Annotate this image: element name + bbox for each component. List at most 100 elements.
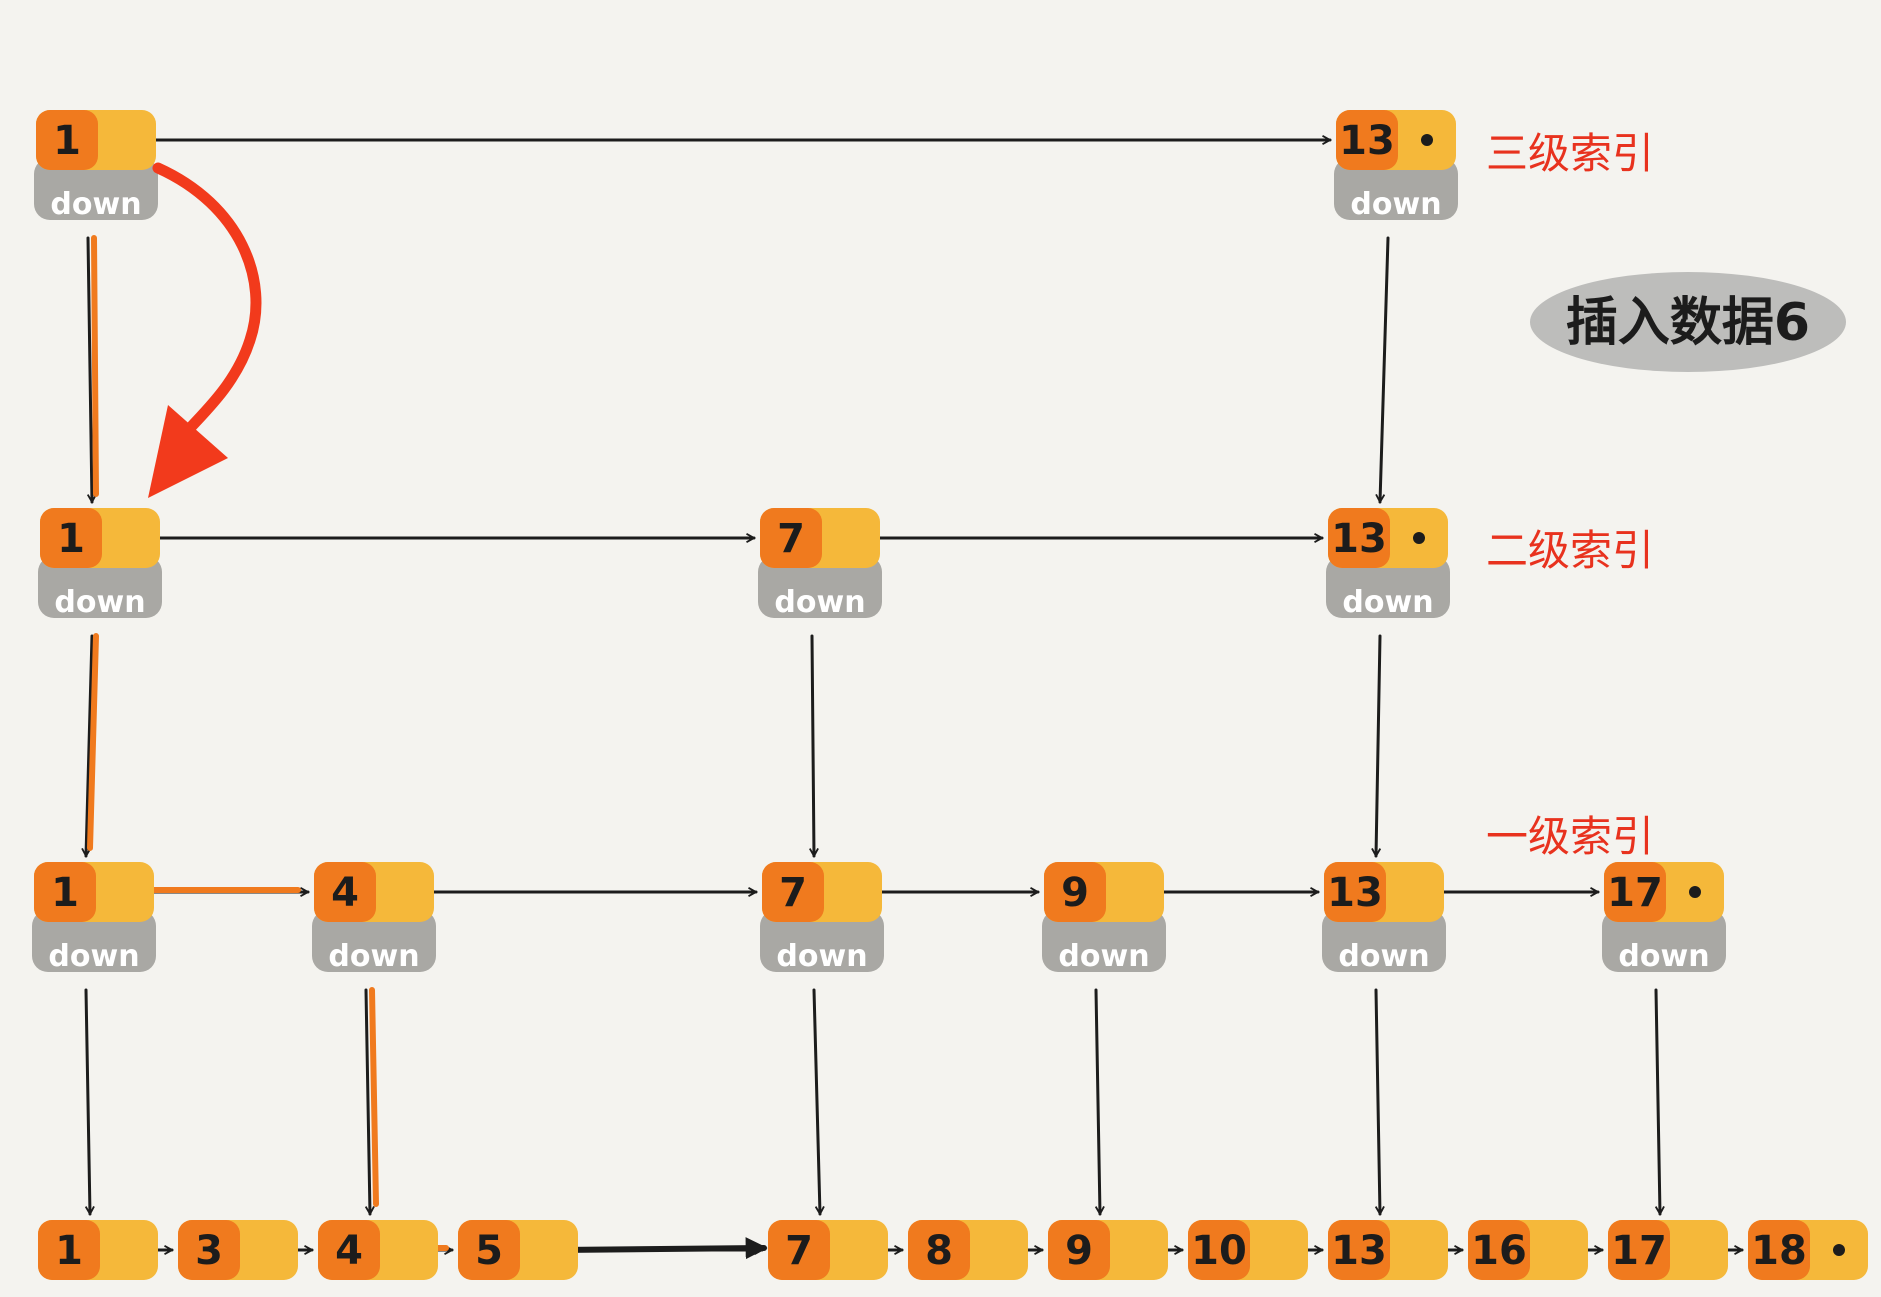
level-label-2: 二级索引 xyxy=(1486,526,1654,575)
search-path-segment xyxy=(91,235,99,497)
down-label: down xyxy=(54,585,145,620)
down-pointer-cell xyxy=(1326,556,1450,618)
skip-list-node: 18 xyxy=(1748,1220,1868,1280)
key-cell xyxy=(1324,862,1386,922)
down-arrow xyxy=(364,988,370,1214)
down-arrow xyxy=(1380,236,1390,502)
node-key: 13 xyxy=(1331,516,1387,562)
down-arrow xyxy=(1094,988,1100,1214)
null-pointer-dot xyxy=(1413,532,1425,544)
key-cell xyxy=(1328,1220,1390,1280)
node-key: 17 xyxy=(1607,870,1663,916)
down-label: down xyxy=(1342,585,1433,620)
key-cell xyxy=(1188,1220,1250,1280)
key-cell xyxy=(1328,508,1390,568)
skip-list-node: 5 xyxy=(458,1220,578,1280)
down-arrow xyxy=(84,988,90,1214)
down-arrow xyxy=(1654,988,1660,1214)
down-label: down xyxy=(1058,939,1149,974)
node-key: 9 xyxy=(1065,1228,1093,1274)
skip-list-node: down 7 xyxy=(758,508,882,620)
down-pointer-cell xyxy=(34,158,158,220)
node-key: 13 xyxy=(1327,870,1383,916)
jump-arrow xyxy=(148,162,262,498)
node-key: 10 xyxy=(1191,1228,1247,1274)
level-label-1: 一级索引 xyxy=(1486,812,1654,861)
insert-badge: 插入数据6 xyxy=(1530,272,1846,372)
down-arrow xyxy=(86,634,94,856)
down-label: down xyxy=(776,939,867,974)
down-arrow xyxy=(812,634,814,856)
node-key: 13 xyxy=(1331,1228,1387,1274)
key-cell xyxy=(1748,1220,1810,1280)
down-label: down xyxy=(1350,187,1441,222)
skip-list-node: 10 xyxy=(1188,1220,1308,1280)
down-label: down xyxy=(1618,939,1709,974)
key-cell xyxy=(1336,110,1398,170)
null-pointer-dot xyxy=(1833,1244,1845,1256)
insert-badge-text: 插入数据6 xyxy=(1566,293,1810,353)
down-arrow xyxy=(1374,988,1380,1214)
key-cell xyxy=(1468,1220,1530,1280)
key-cell xyxy=(458,1220,520,1280)
node-key: 3 xyxy=(195,1228,223,1274)
skip-list-node: 13 xyxy=(1328,1220,1448,1280)
skip-list-node: down 4 xyxy=(312,862,436,974)
down-pointer-cell xyxy=(32,910,156,972)
node-key: 18 xyxy=(1751,1228,1807,1274)
key-cell xyxy=(760,508,822,568)
skip-list-node: down 9 xyxy=(1042,862,1166,974)
down-label: down xyxy=(48,939,139,974)
node-key: 7 xyxy=(785,1228,813,1274)
down-label: down xyxy=(50,187,141,222)
node-key: 7 xyxy=(779,870,807,916)
skip-list-node: down 13 xyxy=(1326,508,1450,620)
node-key: 8 xyxy=(925,1228,953,1274)
key-cell xyxy=(38,1220,100,1280)
level-label-3: 三级索引 xyxy=(1486,129,1654,178)
key-cell xyxy=(314,862,376,922)
node-key: 4 xyxy=(331,870,359,916)
key-cell xyxy=(40,508,102,568)
node-key: 13 xyxy=(1339,118,1395,164)
key-cell xyxy=(36,110,98,170)
key-cell xyxy=(908,1220,970,1280)
skip-list-node: 1 xyxy=(38,1220,158,1280)
key-cell xyxy=(318,1220,380,1280)
down-pointer-cell xyxy=(1322,910,1446,972)
skip-list-node: 8 xyxy=(908,1220,1028,1280)
node-key: 16 xyxy=(1471,1228,1527,1274)
node-key: 9 xyxy=(1061,870,1089,916)
skip-list-node: 4 xyxy=(318,1220,438,1280)
key-cell xyxy=(1048,1220,1110,1280)
key-cell xyxy=(178,1220,240,1280)
down-label: down xyxy=(328,939,419,974)
down-pointer-cell xyxy=(312,910,436,972)
down-arrow xyxy=(1376,634,1382,856)
down-pointer-cell xyxy=(1042,910,1166,972)
key-cell xyxy=(34,862,96,922)
down-arrow xyxy=(812,988,820,1214)
key-cell xyxy=(1044,862,1106,922)
skip-list-node: 17 xyxy=(1608,1220,1728,1280)
skip-list-node: down 7 xyxy=(760,862,884,974)
down-label: down xyxy=(774,585,865,620)
skip-list-node: down 17 xyxy=(1602,862,1726,974)
down-pointer-cell xyxy=(38,556,162,618)
node-key: 17 xyxy=(1611,1228,1667,1274)
node-key: 4 xyxy=(335,1228,363,1274)
down-pointer-cell xyxy=(1334,158,1458,220)
nodes-layer: down1down13down1down7down13down1down4dow… xyxy=(32,110,1868,1280)
node-key: 7 xyxy=(777,516,805,562)
node-key: 5 xyxy=(475,1228,503,1274)
down-label: down xyxy=(1338,939,1429,974)
search-path-layer xyxy=(87,235,449,1251)
skip-list-node: down 13 xyxy=(1322,862,1446,974)
skip-list-node: 9 xyxy=(1048,1220,1168,1280)
down-pointer-cell xyxy=(758,556,882,618)
down-pointer-cell xyxy=(1602,910,1726,972)
skip-list-node: 16 xyxy=(1468,1220,1588,1280)
